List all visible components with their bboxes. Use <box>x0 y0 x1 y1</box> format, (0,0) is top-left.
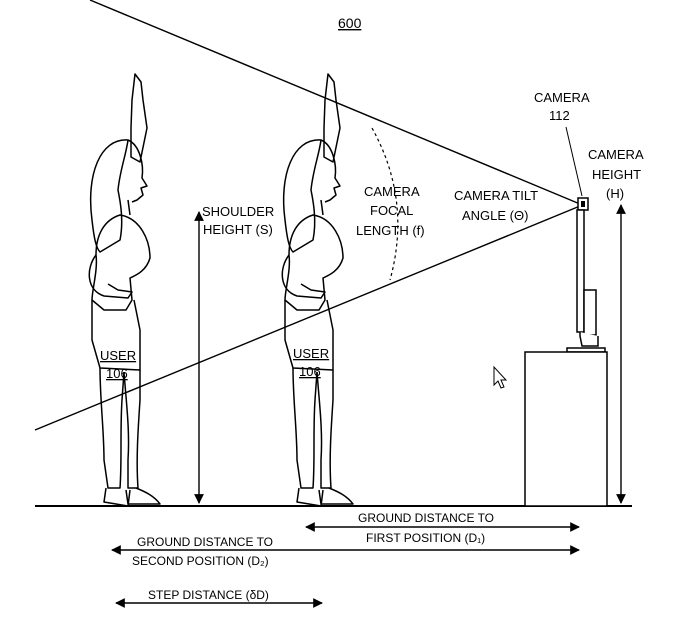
camera-lens <box>581 201 585 207</box>
step-distance-label: STEP DISTANCE (δD) <box>148 588 269 602</box>
focal-length-label-line2: FOCAL <box>370 203 413 218</box>
tv-monitor <box>566 209 606 353</box>
camera-height-label-line3: (H) <box>606 186 624 201</box>
focal-length-arc <box>371 127 399 281</box>
shoulder-height-label-line1: SHOULDER <box>202 204 274 219</box>
shoulder-height-label-line2: HEIGHT (S) <box>203 222 273 237</box>
user-left-number: 106 <box>106 366 128 381</box>
user-left-label: USER <box>100 348 136 363</box>
figure-number: 600 <box>338 15 362 31</box>
ground-distance-first-line2: FIRST POSITION (D₁) <box>366 531 485 545</box>
fov-lower-line <box>34 205 581 431</box>
tilt-angle-label-line2: ANGLE (Θ) <box>462 208 528 223</box>
camera-height-label-line2: HEIGHT <box>592 167 641 182</box>
user-right-label: USER <box>293 346 329 361</box>
camera-label-line1: CAMERA <box>534 90 590 105</box>
mouse-cursor-icon <box>493 365 508 389</box>
ground-distance-second-line1: GROUND DISTANCE TO <box>137 535 273 549</box>
focal-length-label-line3: LENGTH (f) <box>356 223 425 238</box>
user-figure-right <box>281 73 354 507</box>
camera-leader-line <box>565 126 583 197</box>
ground-distance-first-line1: GROUND DISTANCE TO <box>358 511 494 525</box>
tv-cabinet <box>524 351 608 507</box>
user-right-number: 106 <box>299 364 321 379</box>
ground-distance-second-line2: SECOND POSITION (D₂) <box>132 554 269 568</box>
camera-height-label-line1: CAMERA <box>588 147 644 162</box>
fov-upper-line <box>89 0 581 205</box>
tilt-angle-label-line1: CAMERA TILT <box>454 188 538 203</box>
focal-length-label-line1: CAMERA <box>364 184 420 199</box>
camera-label-line2: 112 <box>549 108 570 123</box>
user-figure-left <box>88 73 161 507</box>
